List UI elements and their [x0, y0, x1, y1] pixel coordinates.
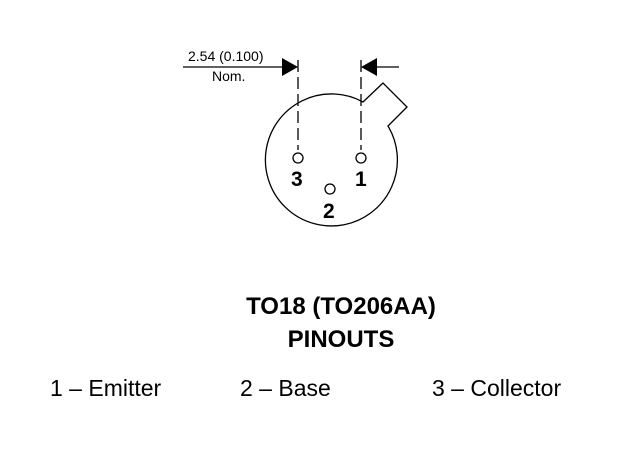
legend-base: 2 – Base [240, 375, 331, 401]
pin-label-2: 2 [323, 200, 335, 223]
arrow-left-icon [361, 58, 377, 76]
dimension-note: Nom. [212, 68, 246, 84]
pin-3 [292, 152, 304, 164]
pin-label-1: 1 [355, 168, 367, 191]
package-body-with-tab [264, 82, 408, 227]
pin-2 [324, 183, 336, 195]
arrow-right-icon [282, 58, 298, 76]
pin-label-3: 3 [291, 168, 303, 191]
legend-emitter: 1 – Emitter [50, 375, 162, 401]
pin-1 [355, 152, 367, 164]
diagram-subtitle: PINOUTS [287, 326, 395, 353]
diagram-title: TO18 (TO206AA) [246, 293, 436, 320]
dimension-value: 2.54 (0.100) [188, 48, 264, 64]
legend-collector: 3 – Collector [432, 375, 562, 401]
